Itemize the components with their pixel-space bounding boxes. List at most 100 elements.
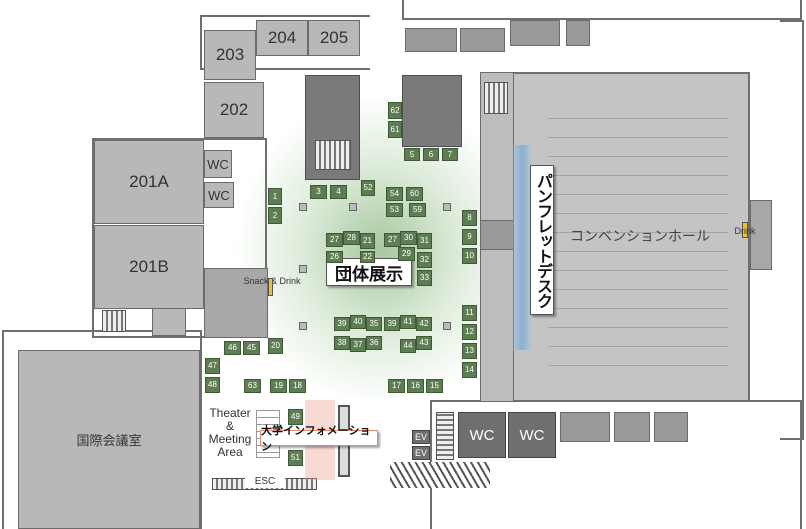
stairs-left xyxy=(102,310,126,332)
booth-53[interactable]: 53 xyxy=(386,203,403,217)
booth-42[interactable]: 42 xyxy=(416,317,432,331)
wall-top-right xyxy=(402,0,802,20)
booth-1[interactable]: 1 xyxy=(268,188,282,205)
booth-26[interactable]: 26 xyxy=(326,251,343,263)
booth-32[interactable]: 32 xyxy=(417,252,432,268)
booth-4[interactable]: 4 xyxy=(330,185,347,199)
theater-label-1: Theater xyxy=(209,406,251,420)
room-201a[interactable]: 201A xyxy=(94,140,204,224)
marker-square-3 xyxy=(299,322,307,330)
theater-label-4: Area xyxy=(217,445,243,459)
booth-33[interactable]: 33 xyxy=(417,270,432,286)
block-hall-side xyxy=(480,220,514,250)
booth-5[interactable]: 5 xyxy=(404,148,420,161)
wc-small-2[interactable]: WC xyxy=(204,182,234,208)
booth-44[interactable]: 44 xyxy=(400,339,416,353)
stairs-top-center xyxy=(315,140,351,170)
wc-small-1[interactable]: WC xyxy=(204,150,232,178)
pamphlet-desk-label: パンフレットデスク xyxy=(530,165,554,315)
elevator-2[interactable]: EV xyxy=(412,446,430,460)
booth-63[interactable]: 63 xyxy=(244,379,261,393)
room-kokusai[interactable]: 国際会議室 xyxy=(18,350,200,529)
marker-square-4 xyxy=(349,203,357,211)
booth-17[interactable]: 17 xyxy=(388,379,405,393)
booth-40[interactable]: 40 xyxy=(350,315,366,329)
booth-22[interactable]: 22 xyxy=(360,251,375,263)
booth-31[interactable]: 31 xyxy=(417,233,432,249)
booth-6[interactable]: 6 xyxy=(423,148,439,161)
booth-27[interactable]: 27 xyxy=(326,233,343,247)
room-204-label: 204 xyxy=(267,28,297,47)
booth-43[interactable]: 43 xyxy=(416,336,432,350)
theater-label-2: & xyxy=(225,419,234,433)
booth-51[interactable]: 51 xyxy=(288,450,303,466)
booth-28[interactable]: 28 xyxy=(343,231,360,245)
booth-61[interactable]: 61 xyxy=(388,121,402,138)
stairs-hall xyxy=(484,82,508,114)
booth-39[interactable]: 39 xyxy=(334,317,350,331)
booth-29[interactable]: 29 xyxy=(398,247,415,261)
wall-top-left xyxy=(200,15,370,70)
room-kokusai-label: 国際会議室 xyxy=(76,433,142,448)
room-203[interactable]: 203 xyxy=(204,30,256,80)
block-lower-right-2 xyxy=(614,412,650,442)
booth-38[interactable]: 38 xyxy=(334,336,350,350)
room-202-label: 202 xyxy=(219,100,249,119)
booth-15[interactable]: 15 xyxy=(426,379,443,393)
booth-60[interactable]: 60 xyxy=(406,187,423,201)
room-201b-label: 201B xyxy=(129,257,169,276)
wc-small-2-label: WC xyxy=(208,187,230,203)
block-right-ext xyxy=(750,200,772,270)
booth-45[interactable]: 45 xyxy=(243,341,260,355)
booth-16[interactable]: 16 xyxy=(407,379,424,393)
booth-14[interactable]: 14 xyxy=(462,362,477,378)
convention-hall-label: コンベンションホール xyxy=(570,228,710,244)
hall-seating xyxy=(548,100,728,380)
booth-54[interactable]: 54 xyxy=(386,187,403,201)
booth-36[interactable]: 36 xyxy=(366,336,382,350)
booth-13[interactable]: 13 xyxy=(462,343,477,359)
block-top-row-3 xyxy=(510,20,560,46)
booth-59[interactable]: 59 xyxy=(409,203,426,217)
booth-49[interactable]: 49 xyxy=(288,409,303,425)
booth-7[interactable]: 7 xyxy=(442,148,458,161)
escalator-label: ESC xyxy=(245,476,285,488)
booth-62[interactable]: 62 xyxy=(388,102,402,119)
room-205[interactable]: 205 xyxy=(308,20,360,56)
booth-39b[interactable]: 39 xyxy=(384,317,400,331)
booth-2[interactable]: 2 xyxy=(268,207,282,224)
booth-35[interactable]: 35 xyxy=(366,317,382,331)
booth-12[interactable]: 12 xyxy=(462,324,477,340)
wc-big-2-label: WC xyxy=(519,426,545,444)
marker-square-5 xyxy=(443,203,451,211)
booth-20[interactable]: 20 xyxy=(268,338,283,354)
booth-41[interactable]: 41 xyxy=(400,315,416,329)
booth-10[interactable]: 10 xyxy=(462,248,477,264)
booth-9[interactable]: 9 xyxy=(462,229,477,245)
booth-46[interactable]: 46 xyxy=(224,341,241,355)
booth-37[interactable]: 37 xyxy=(350,338,366,352)
elevator-1-label: EV xyxy=(414,432,427,442)
booth-18[interactable]: 18 xyxy=(289,379,306,393)
room-204[interactable]: 204 xyxy=(256,20,308,56)
elevator-1[interactable]: EV xyxy=(412,430,430,444)
room-202[interactable]: 202 xyxy=(204,82,264,138)
booth-19[interactable]: 19 xyxy=(270,379,287,393)
wc-big-2[interactable]: WC xyxy=(508,412,556,458)
booth-11[interactable]: 11 xyxy=(462,305,477,321)
wc-big-1[interactable]: WC xyxy=(458,412,506,458)
pamphlet-desk-highlight xyxy=(513,145,531,350)
booth-8[interactable]: 8 xyxy=(462,210,477,226)
block-snack xyxy=(204,268,268,338)
booth-27b[interactable]: 27 xyxy=(384,233,401,247)
snack-drink-marker xyxy=(268,278,273,296)
booth-3[interactable]: 3 xyxy=(310,185,327,199)
room-201b[interactable]: 201B xyxy=(94,225,204,309)
booth-21[interactable]: 21 xyxy=(360,233,375,249)
booth-47[interactable]: 47 xyxy=(205,358,220,374)
booth-48[interactable]: 48 xyxy=(205,377,220,393)
block-left-small xyxy=(152,308,186,336)
booth-52[interactable]: 52 xyxy=(361,180,375,196)
floor-hatch xyxy=(390,462,490,488)
booth-30[interactable]: 30 xyxy=(400,231,417,245)
